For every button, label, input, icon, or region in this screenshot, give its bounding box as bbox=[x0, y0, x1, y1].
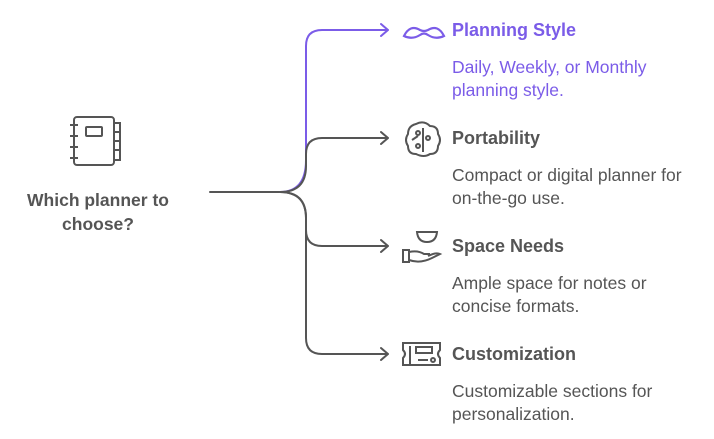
branch-desc-customization: Customizable sections for personalizatio… bbox=[452, 381, 653, 424]
ticket-icon bbox=[402, 342, 441, 366]
branch-title-planning-style: Planning Style bbox=[452, 20, 577, 40]
planner-icon bbox=[70, 116, 121, 166]
branch-line-space-needs bbox=[279, 191, 389, 253]
hand-bowl-icon bbox=[402, 231, 443, 263]
brain-circuit-icon bbox=[405, 121, 441, 157]
mustache-icon bbox=[402, 26, 446, 39]
branch-desc-portability: Compact or digital planner for on-the-go… bbox=[452, 165, 682, 208]
branch-desc-space-needs: Ample space for notes or concise formats… bbox=[452, 273, 647, 316]
branch-desc-planning-style: Daily, Weekly, or Monthly planning style… bbox=[452, 57, 647, 100]
branch-title-portability: Portability bbox=[452, 128, 541, 148]
root-question: Which planner to choose? bbox=[27, 190, 169, 234]
branch-title-customization: Customization bbox=[452, 344, 576, 364]
branch-title-space-needs: Space Needs bbox=[452, 236, 565, 256]
branch-line-customization bbox=[279, 191, 389, 361]
branch-line-planning-style bbox=[279, 23, 389, 193]
branch-line-portability bbox=[279, 131, 389, 193]
